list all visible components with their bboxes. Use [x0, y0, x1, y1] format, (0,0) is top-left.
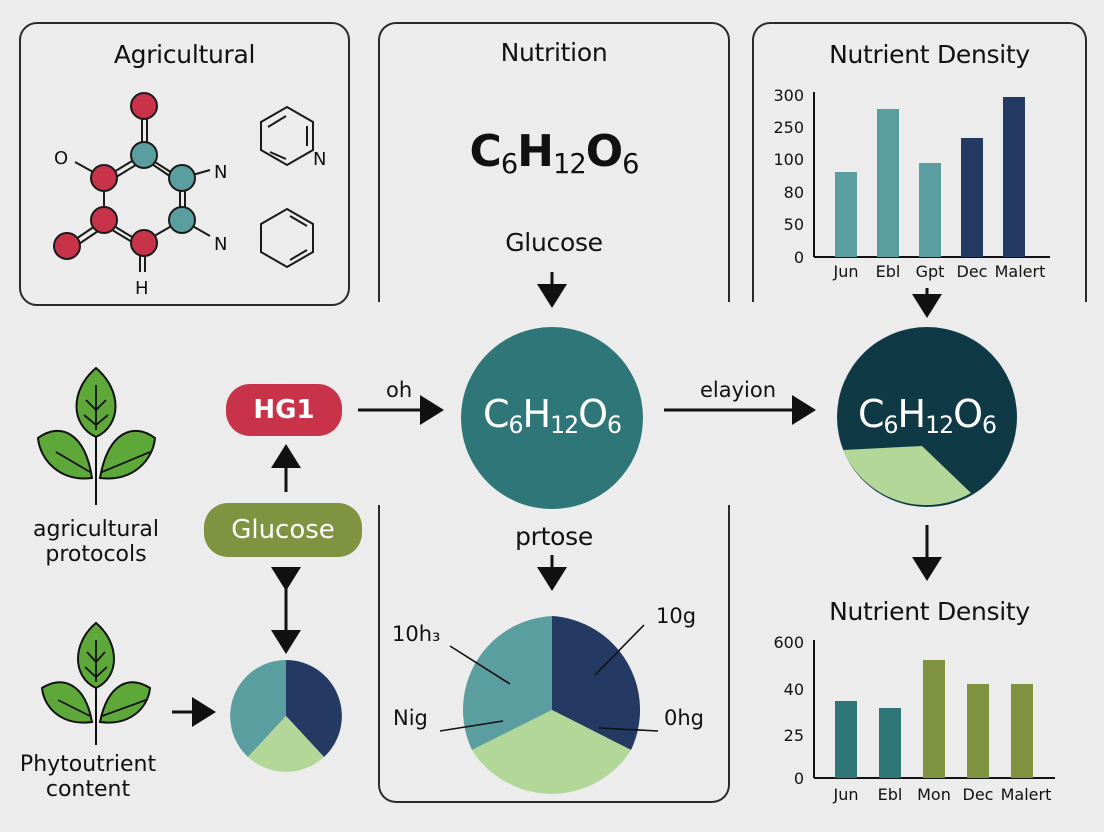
nutrition-pie-chart: [439, 616, 659, 794]
label-line-1: Phytoutrient: [19, 752, 157, 777]
top-xtick-ebl: Ebl: [875, 262, 901, 281]
bottom-ytick-25: 25: [783, 726, 804, 745]
bottom-xtick-malert: Malert: [1000, 785, 1052, 804]
atom-label-h: H: [135, 278, 149, 299]
bottom-ytick-600: 600: [773, 633, 804, 652]
top-ytick-50: 50: [783, 215, 804, 234]
atom-label-o: O: [54, 148, 69, 169]
formula-h-count: 12: [925, 410, 954, 439]
formula-h: H: [897, 392, 927, 436]
atom-label-n1: N: [214, 162, 228, 183]
formula-h: H: [517, 126, 554, 177]
top-xtick-malert: Malert: [994, 262, 1046, 281]
formula-h: H: [522, 392, 552, 436]
bottom-xtick-mon: Mon: [917, 785, 951, 804]
top-ytick-80: 80: [783, 183, 804, 202]
arrow-elayion-label: elayion: [700, 378, 777, 402]
pie-label-top-left: 10h₃: [392, 622, 441, 646]
bottom-xtick-dec: Dec: [962, 785, 994, 804]
formula-o: O: [578, 392, 608, 436]
glucose-node[interactable]: Glucose: [204, 503, 362, 557]
top-xtick-dec: Dec: [956, 262, 988, 281]
agricultural-panel: Agricultural: [19, 22, 350, 306]
top-ytick-250: 250: [773, 118, 804, 137]
bottom-xtick-jun: Jun: [833, 785, 859, 804]
top-bar-chart: [813, 92, 1050, 258]
center-circle-formula: C6H12O6: [461, 392, 643, 439]
formula-o: O: [585, 126, 623, 177]
pie-label-left: Nig: [393, 706, 428, 730]
pyridine-ring-icon: [260, 105, 314, 167]
small-pie-chart: [230, 660, 342, 772]
right-circle-formula: C6H12O6: [837, 392, 1017, 439]
nutrition-title: Nutrition: [500, 38, 608, 67]
bottom-ytick-0: 0: [793, 769, 804, 788]
nutrition-panel-bottom: [378, 505, 730, 803]
label-line-2: protocols: [45, 542, 147, 567]
label-line-2: content: [45, 777, 131, 802]
formula-o-count: 6: [607, 410, 622, 439]
nutrient-density-bottom-title: Nutrient Density: [829, 597, 1030, 626]
label-line-1: agricultural: [33, 517, 159, 542]
atom-label-n2: N: [214, 234, 228, 255]
glucose-label: Glucose: [505, 228, 603, 257]
center-glucose-circle: [461, 327, 643, 509]
formula-c: C: [469, 126, 502, 177]
nutrient-density-top-panel: [752, 22, 1087, 302]
top-ytick-300: 300: [773, 86, 804, 105]
phytonutrient-content-label: Phytoutrient content: [10, 752, 166, 802]
bottom-xtick-ebl: Ebl: [877, 785, 903, 804]
flow-arrows: [172, 272, 942, 727]
plant-icon-agricultural: [36, 366, 157, 505]
arrow-oh-label: oh: [386, 378, 413, 402]
pie-label-top-right: 10g: [656, 604, 697, 628]
molecule-icon: [53, 92, 211, 272]
formula-o-count: 6: [622, 148, 639, 180]
formula-c-count: 6: [883, 410, 899, 439]
top-xtick-gpt: Gpt: [915, 262, 945, 281]
formula-c-count: 6: [500, 148, 518, 180]
formula-c: C: [483, 392, 510, 436]
nutrition-panel: [378, 22, 730, 302]
agricultural-title: Agricultural: [113, 40, 256, 69]
nutrient-density-top-title: Nutrient Density: [829, 40, 1030, 69]
formula-o: O: [953, 392, 983, 436]
bottom-bar-chart: [813, 640, 1055, 779]
top-ytick-0: 0: [793, 248, 804, 267]
bottom-ytick-40: 40: [783, 680, 804, 699]
right-pie-circle: [837, 327, 1017, 507]
formula-h-count: 12: [550, 410, 579, 439]
agricultural-protocols-label: agricultural protocols: [18, 517, 174, 567]
top-ytick-100: 100: [773, 150, 804, 169]
pie-label-right: 0hg: [664, 706, 705, 730]
benzene-ring-icon: [260, 207, 314, 269]
formula-h-count: 12: [553, 148, 587, 180]
formula-o-count: 6: [982, 410, 997, 439]
formula-c-count: 6: [508, 410, 524, 439]
hg1-node[interactable]: HG1: [226, 384, 342, 436]
top-xtick-jun: Jun: [833, 262, 859, 281]
plant-icon-phytonutrient: [40, 621, 152, 745]
nutrition-formula: C6H12O6: [378, 126, 730, 180]
prtose-label: prtose: [515, 522, 593, 551]
pyridine-n-label: N: [313, 149, 327, 170]
formula-c: C: [858, 392, 885, 436]
